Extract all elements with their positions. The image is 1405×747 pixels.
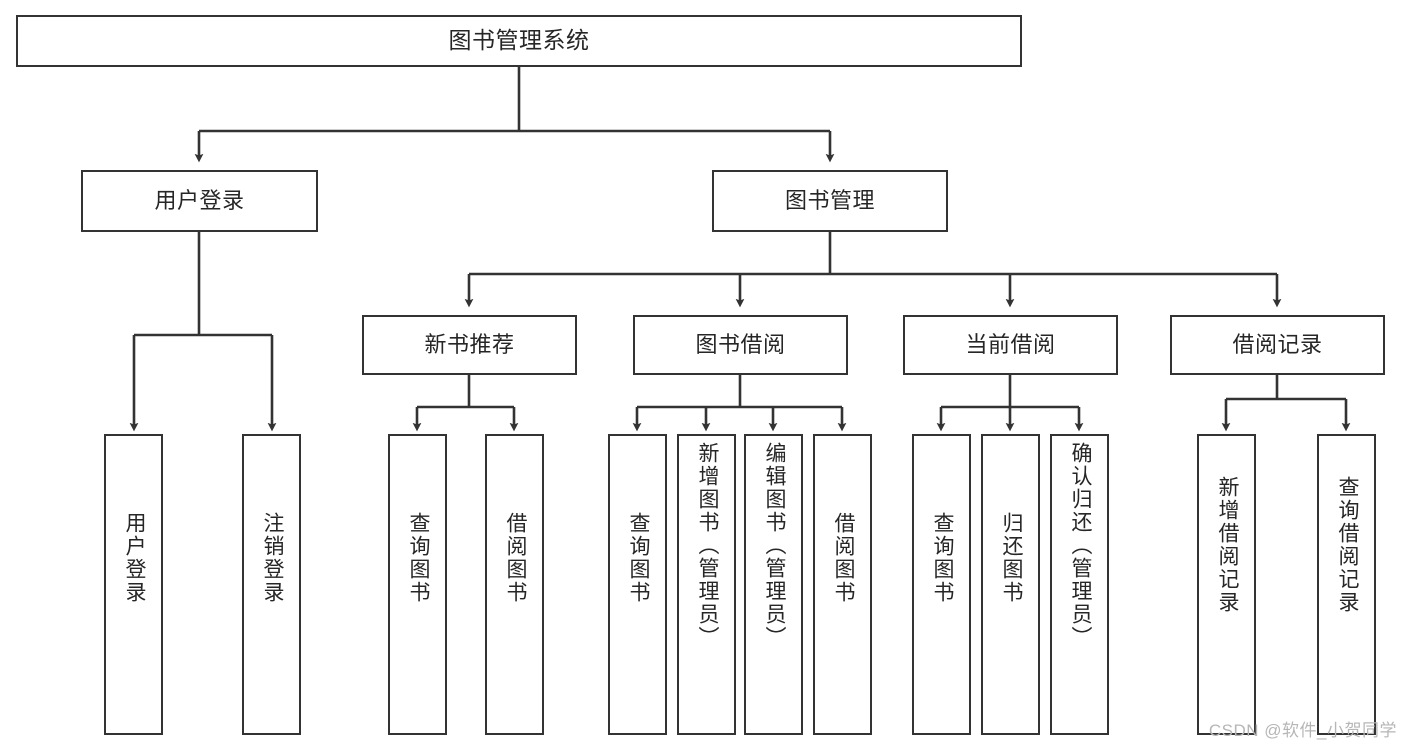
node-root-system[interactable]: 图书管理系统 <box>16 15 1022 67</box>
node-label: 编辑图书（管理员） <box>762 442 786 649</box>
leaf-new-book-borrow[interactable]: 借阅图书 <box>485 434 544 735</box>
leaf-current-borrow-query[interactable]: 查询图书 <box>912 434 971 735</box>
node-borrow-record[interactable]: 借阅记录 <box>1170 315 1385 375</box>
node-book-management[interactable]: 图书管理 <box>712 170 948 232</box>
node-book-borrow[interactable]: 图书借阅 <box>633 315 848 375</box>
node-user-login[interactable]: 用户登录 <box>81 170 318 232</box>
leaf-new-book-query[interactable]: 查询图书 <box>388 434 447 735</box>
node-label: 图书借阅 <box>695 331 786 357</box>
leaf-book-borrow-add[interactable]: 新增图书（管理员） <box>677 434 736 735</box>
leaf-borrow-record-add[interactable]: 新增借阅记录 <box>1197 434 1256 735</box>
node-label: 查询图书 <box>406 512 430 604</box>
node-current-borrow[interactable]: 当前借阅 <box>903 315 1118 375</box>
node-label: 查询图书 <box>930 512 954 604</box>
node-label: 查询借阅记录 <box>1335 476 1359 614</box>
leaf-user-login-login[interactable]: 用户登录 <box>104 434 163 735</box>
node-label: 注销登录 <box>260 512 284 604</box>
leaf-book-borrow-edit[interactable]: 编辑图书（管理员） <box>744 434 803 735</box>
node-label: 当前借阅 <box>965 331 1056 357</box>
node-label: 归还图书 <box>999 512 1023 604</box>
node-label: 新增图书（管理员） <box>695 442 719 649</box>
leaf-current-borrow-confirm[interactable]: 确认归还（管理员） <box>1050 434 1109 735</box>
node-label: 用户登录 <box>154 187 245 213</box>
leaf-current-borrow-return[interactable]: 归还图书 <box>981 434 1040 735</box>
node-label: 确认归还（管理员） <box>1068 442 1092 649</box>
node-label: 借阅图书 <box>831 512 855 604</box>
node-label: 借阅图书 <box>503 512 527 604</box>
node-label: 新增借阅记录 <box>1215 476 1239 614</box>
node-label: 图书管理 <box>784 187 875 213</box>
node-new-book-recommend[interactable]: 新书推荐 <box>362 315 577 375</box>
node-label: 用户登录 <box>122 512 146 604</box>
node-label: 查询图书 <box>626 512 650 604</box>
leaf-user-login-logout[interactable]: 注销登录 <box>242 434 301 735</box>
leaf-book-borrow-query[interactable]: 查询图书 <box>608 434 667 735</box>
node-label: 图书管理系统 <box>448 27 590 54</box>
csdn-watermark: CSDN @软件_小贺同学 <box>1208 721 1397 740</box>
node-label: 新书推荐 <box>424 331 515 357</box>
leaf-book-borrow-borrow[interactable]: 借阅图书 <box>813 434 872 735</box>
node-label: 借阅记录 <box>1232 331 1323 357</box>
leaf-borrow-record-query[interactable]: 查询借阅记录 <box>1317 434 1376 735</box>
